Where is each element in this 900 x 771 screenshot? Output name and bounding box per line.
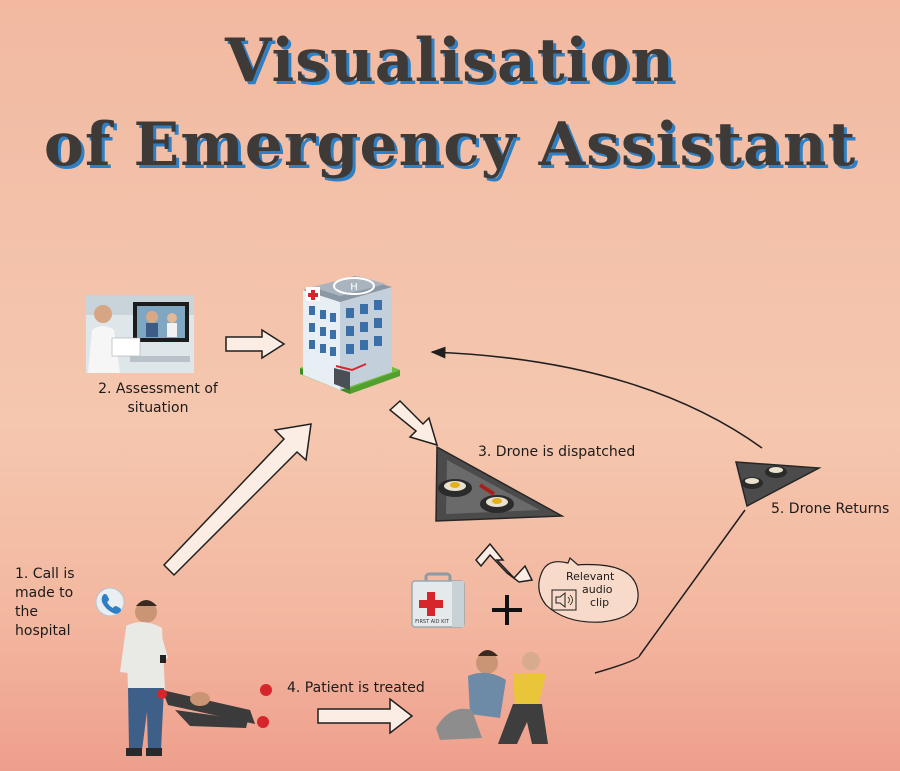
step-1-line-4: hospital	[15, 623, 71, 639]
audio-clip-bubble	[538, 556, 639, 623]
drone-icon	[435, 445, 565, 522]
return-line	[594, 509, 746, 674]
title-line-1: Visualisation	[225, 26, 675, 96]
step-1-label: 1. Call is made to the hospital	[15, 565, 75, 641]
step-2-line-2: situation	[127, 400, 189, 416]
step-1-line-3: the	[15, 604, 38, 620]
first-aid-kit-icon: FIRST AID KIT	[411, 572, 465, 628]
step-4-label: 4. Patient is treated	[287, 680, 425, 696]
step-1-line-2: made to	[15, 585, 74, 601]
doctor-video-call-photo	[86, 295, 194, 373]
bubble-text: Relevant audio clip	[566, 570, 614, 609]
step-1-line-1: 1. Call is	[15, 566, 75, 582]
bubble-line-2: audio	[582, 583, 613, 596]
block-arrow-call-to-hospital	[162, 423, 312, 577]
drone-return-icon	[735, 461, 822, 508]
block-arrow-hospital-to-drone	[388, 399, 439, 447]
return-curve-arrow	[430, 346, 763, 449]
hospital-icon: H	[300, 276, 400, 394]
title-line-2: of Emergency Assistant	[43, 110, 857, 180]
speaker-icon	[551, 589, 577, 611]
double-arrow-drone-kit-bubble	[475, 542, 534, 583]
helipad-letter: H	[350, 282, 358, 293]
phone-icon	[95, 587, 125, 617]
bubble-line-1: Relevant	[566, 570, 615, 583]
step-2-line-1: 2. Assessment of	[98, 381, 218, 397]
patient-treatment-photo	[436, 650, 548, 744]
block-arrow-to-patient	[317, 697, 414, 735]
caller-person	[120, 600, 168, 756]
step-5-label: 5. Drone Returns	[771, 501, 890, 517]
step-3-label: 3. Drone is dispatched	[478, 444, 636, 460]
block-arrow-assessment-to-hospital	[225, 328, 286, 360]
step-2-label: 2. Assessment of situation	[88, 380, 228, 418]
collapsed-patient	[157, 684, 272, 728]
bubble-line-3: clip	[590, 596, 610, 609]
kit-text: FIRST AID KIT	[415, 619, 450, 625]
plus-sign	[492, 595, 522, 625]
